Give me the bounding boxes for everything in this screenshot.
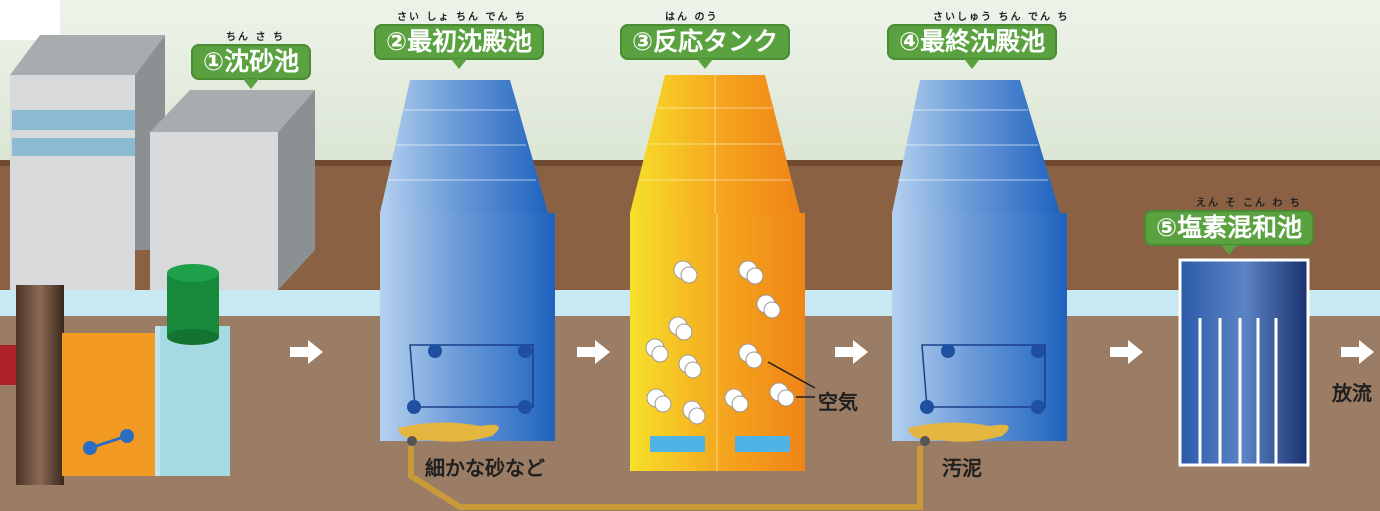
sky-corner — [0, 0, 60, 40]
sludge-label: 汚泥 — [942, 456, 982, 480]
flow-arrows — [290, 340, 1374, 364]
air-label: 空気 — [818, 390, 858, 414]
stage3-label: ③反応タンク — [620, 24, 791, 69]
chlorine-mixing-basin — [1178, 258, 1310, 467]
right-arrow-icon — [577, 340, 610, 364]
right-arrow-icon — [290, 340, 323, 364]
fine-sand-label: 細かな砂など — [425, 456, 545, 480]
final-settling-tank — [892, 80, 1067, 446]
stage2-ruby: さい しょ ちん でん ち — [397, 12, 527, 23]
stage1-ruby: ちん さ ち — [226, 32, 285, 43]
stage5-label: ⑤塩素混和池 — [1144, 210, 1315, 255]
reaction-tank — [630, 75, 816, 471]
primary-settling-tank — [380, 80, 555, 446]
stage3-ruby: はん のう — [665, 12, 719, 23]
stage2-label: ②最初沈殿池 — [374, 24, 545, 69]
right-arrow-icon — [1110, 340, 1143, 364]
right-arrow-icon — [1341, 340, 1374, 364]
sludge-return-pipe — [408, 446, 923, 510]
stage1-label: ①沈砂池 — [191, 44, 312, 89]
stage5-ruby: えん そ こん わ ち — [1196, 198, 1302, 209]
stage4-ruby: さいしゅう ちん でん ち — [933, 12, 1070, 23]
discharge-label: 放流 — [1332, 381, 1372, 405]
stage4-label: ④最終沈殿池 — [887, 24, 1058, 69]
right-arrow-icon — [835, 340, 868, 364]
pump-building — [0, 35, 315, 485]
